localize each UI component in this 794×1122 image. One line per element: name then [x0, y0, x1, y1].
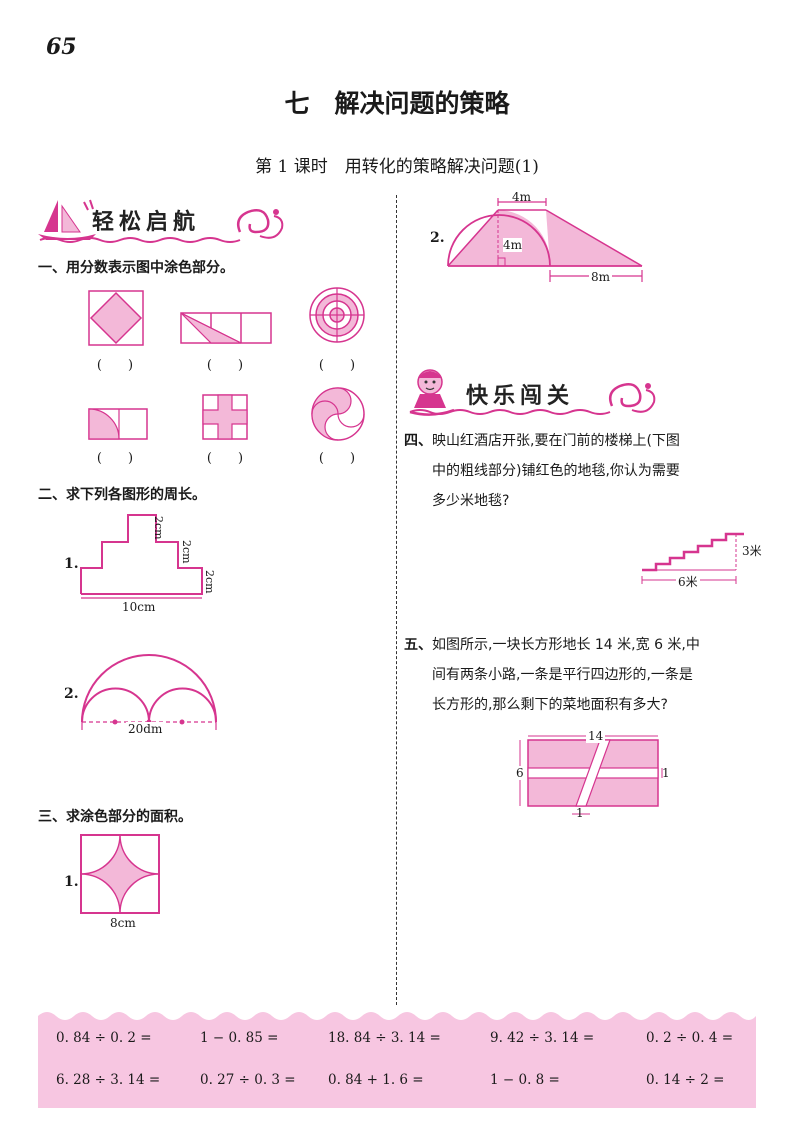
q5-text: 五、如图所示,一块长方形地长 14 米,宽 6 米,中 间有两条小路,一条是平行… — [404, 630, 756, 720]
q5-dim-width: 6 — [516, 766, 524, 780]
calc-r2-c2: 0. 27 ÷ 0. 3 = — [200, 1072, 296, 1088]
q4-line-2: 中的粗线部分)铺红色的地毯,你认为需要 — [432, 463, 680, 479]
q3-fig2-dim-bottom: 8m — [589, 270, 613, 284]
calc-r2-c4: 1 − 0. 8 = — [490, 1072, 560, 1088]
q2-figure-arcs — [81, 654, 217, 730]
calc-r2-c1: 6. 28 ÷ 3. 14 = — [56, 1072, 161, 1088]
q1-figure-diamond — [88, 290, 144, 346]
q4-text: 四、映山红酒店开张,要在门前的楼梯上(下图 中的粗线部分)铺红色的地毯,你认为需… — [404, 426, 756, 516]
calc-r2-c3: 0. 84 + 1. 6 = — [328, 1072, 424, 1088]
q1-answer-4[interactable]: ( ) — [96, 451, 134, 466]
q3-fig2-dim-height: 4m — [503, 238, 523, 252]
q2-fig1-dim-3: 2cm — [203, 570, 216, 594]
banner-underline-2 — [409, 409, 611, 415]
q2-fig2-dim: 20dm — [126, 722, 165, 736]
calc-strip-background — [38, 1012, 756, 1108]
q1-answer-1[interactable]: ( ) — [96, 358, 134, 373]
q2-fig1-label: 1. — [64, 556, 79, 572]
calc-r1-c1: 0. 84 ÷ 0. 2 = — [56, 1030, 152, 1046]
q3-figure-semicircle-trapezoid — [447, 198, 643, 282]
page-number: 65 — [46, 34, 77, 60]
q1-figure-swirl-circle — [311, 387, 365, 441]
section-title-warmup: 轻松启航 — [92, 209, 201, 235]
calc-r1-c4: 9. 42 ÷ 3. 14 = — [490, 1030, 595, 1046]
q1-title: 一、用分数表示图中涂色部分。 — [38, 260, 234, 276]
q1-answer-5[interactable]: ( ) — [206, 451, 244, 466]
banner-underline — [39, 237, 241, 243]
q2-fig2-label: 2. — [64, 686, 79, 702]
q5-label: 五、 — [404, 637, 432, 653]
q4-dim-height: 3米 — [742, 544, 762, 558]
q3-title: 三、求涂色部分的面积。 — [38, 809, 192, 825]
q1-figure-quarter-circle — [88, 408, 148, 440]
q1-figure-concentric-circles — [309, 287, 365, 343]
chapter-title: 七 解决问题的策略 — [284, 89, 510, 118]
calc-r1-c2: 1 − 0. 85 = — [200, 1030, 279, 1046]
q1-answer-3[interactable]: ( ) — [318, 358, 356, 373]
q2-fig1-dim-1: 2cm — [152, 516, 165, 540]
calc-r1-c3: 18. 84 ÷ 3. 14 = — [328, 1030, 441, 1046]
calc-r1-c5: 0. 2 ÷ 0. 4 = — [646, 1030, 734, 1046]
q5-dim-length: 14 — [586, 729, 606, 743]
q5-line-1: 如图所示,一块长方形地长 14 米,宽 6 米,中 — [432, 637, 700, 653]
q5-line-3: 长方形的,那么剩下的菜地面积有多大? — [432, 697, 668, 713]
q3-fig1-label: 1. — [64, 874, 79, 890]
q2-figure-staircase — [80, 514, 203, 595]
q1-figure-cross — [202, 394, 248, 440]
lesson-title: 第 1 课时 用转化的策略解决问题(1) — [255, 157, 539, 177]
q3-fig2-label: 2. — [430, 230, 445, 246]
q2-title: 二、求下列各图形的周长。 — [38, 487, 206, 503]
section-title-challenge: 快乐闯关 — [466, 383, 575, 409]
q4-line-1: 映山红酒店开张,要在门前的楼梯上(下图 — [432, 433, 680, 449]
q4-dim-width: 6米 — [676, 573, 700, 590]
q1-answer-2[interactable]: ( ) — [206, 358, 244, 373]
q4-label: 四、 — [404, 433, 432, 449]
q5-line-2: 间有两条小路,一条是平行四边形的,一条是 — [432, 667, 693, 683]
q1-answer-6[interactable]: ( ) — [318, 451, 356, 466]
q2-fig1-dim-2: 2cm — [180, 540, 193, 564]
q2-fig1-width-arrow — [81, 597, 202, 599]
q3-fig1-dim: 8cm — [110, 916, 136, 930]
q4-figure-stairs — [641, 532, 744, 584]
q5-dim-road: 1 — [662, 766, 670, 780]
kid-mascot-icon — [409, 369, 455, 416]
calc-r2-c5: 0. 14 ÷ 2 = — [646, 1072, 725, 1088]
q3-fig2-dim-top: 4m — [512, 190, 532, 204]
q5-dim-slant-road: 1 — [576, 806, 584, 820]
swirl-ornament-icon — [237, 209, 284, 239]
q4-line-3: 多少米地毯? — [432, 493, 510, 509]
q3-figure-star-square — [80, 834, 160, 914]
column-divider — [396, 195, 397, 1005]
swirl-ornament-icon-2 — [609, 383, 656, 413]
q2-fig1-dim-4: 10cm — [122, 600, 156, 614]
q1-figure-strip-triangle — [180, 312, 272, 344]
